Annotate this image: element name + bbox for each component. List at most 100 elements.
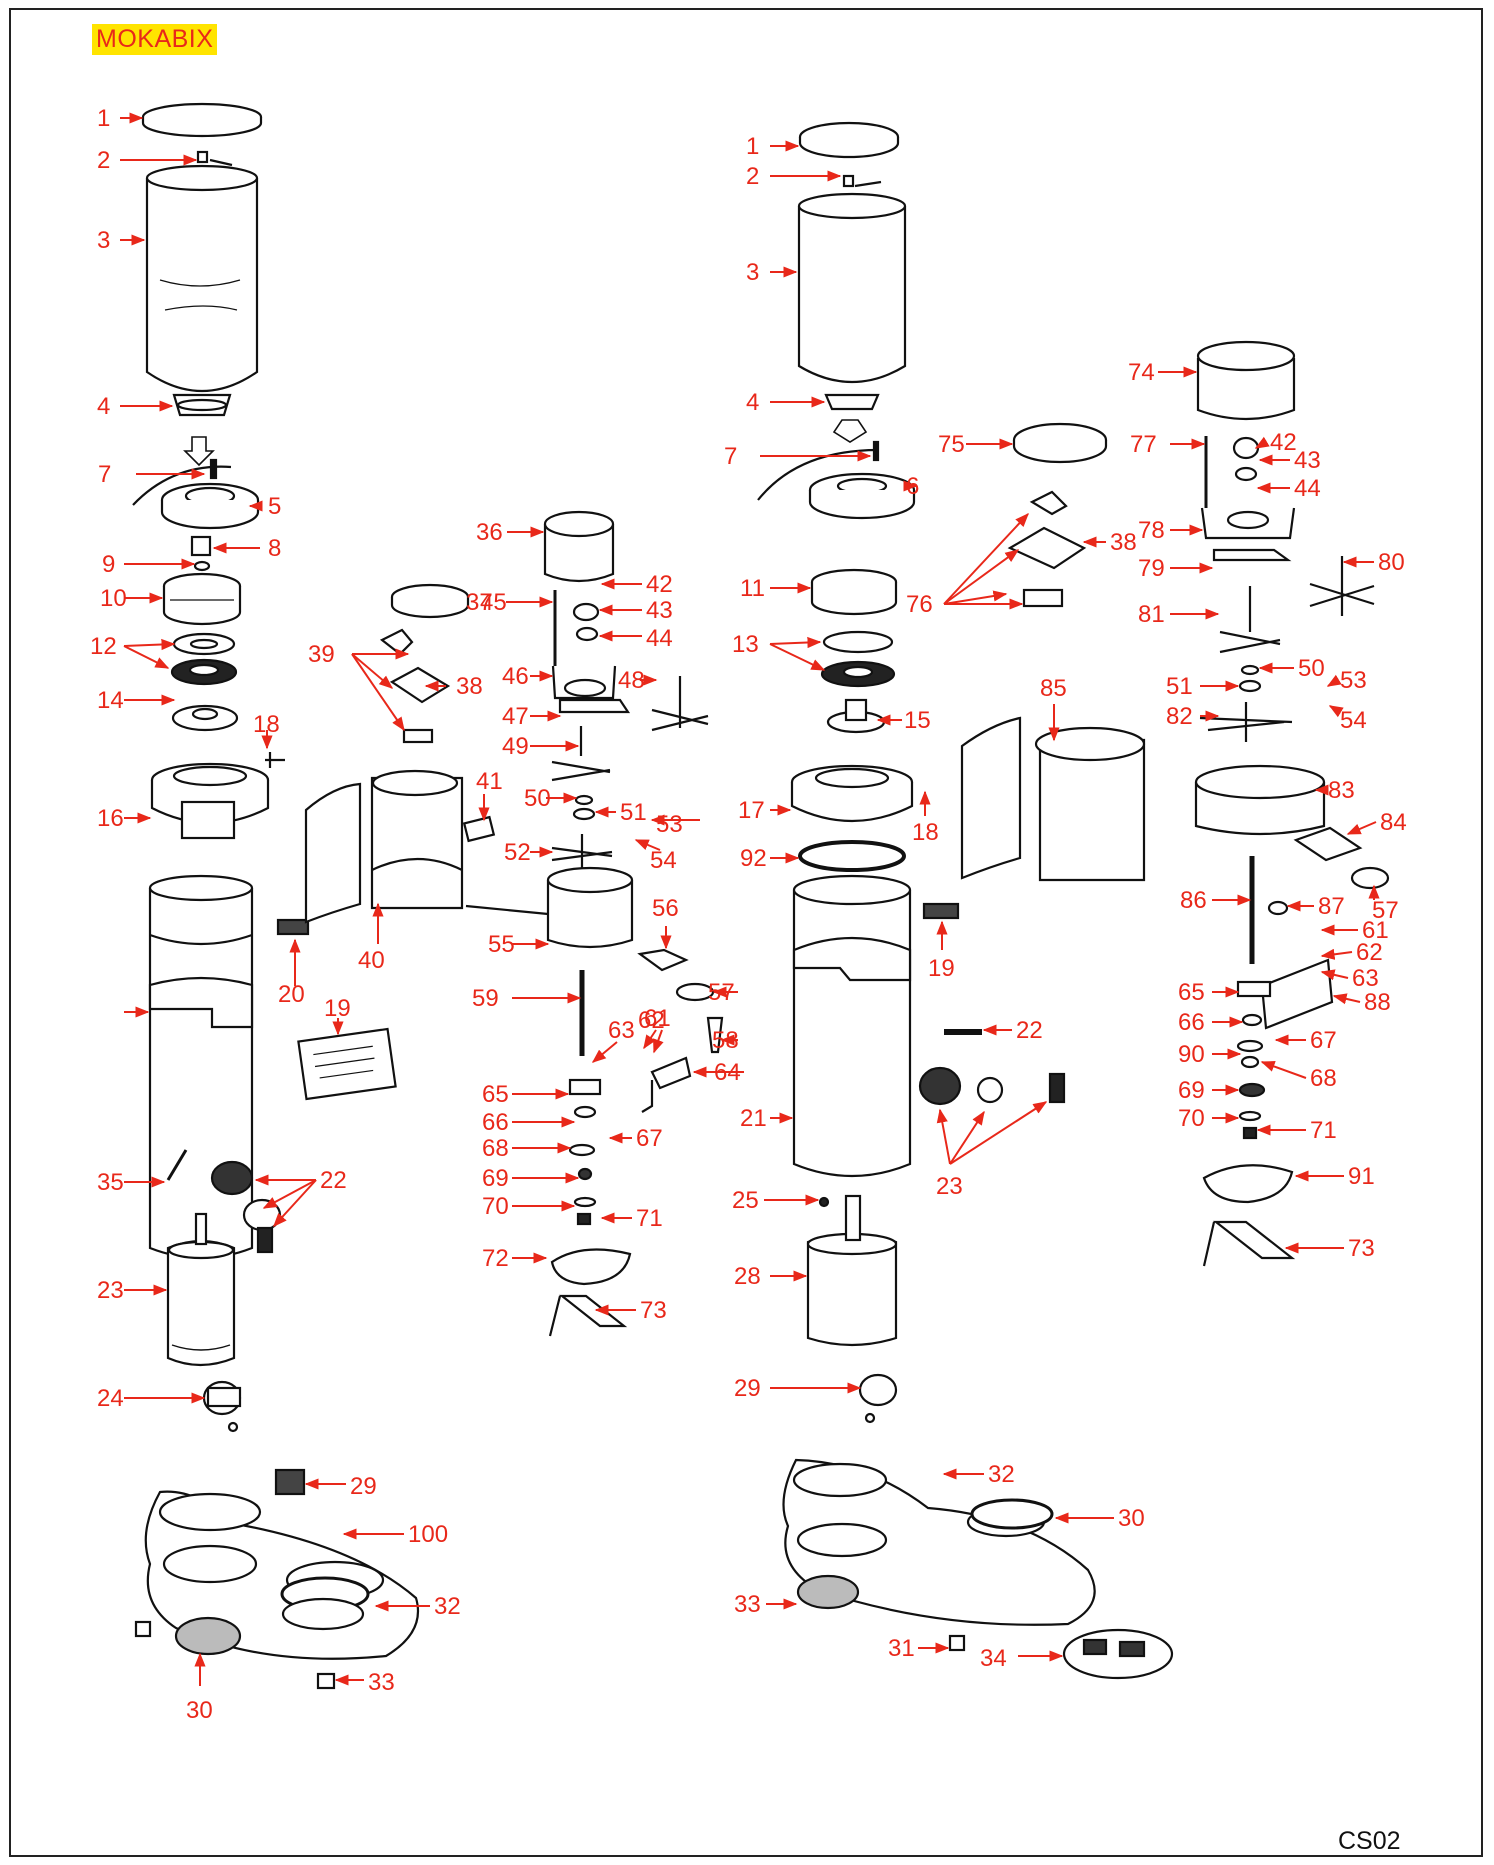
callout-far-right-assembly-86: 86 — [1180, 887, 1207, 914]
callout-middle-assembly-42: 42 — [646, 571, 673, 598]
callout-right-assembly-92: 92 — [740, 845, 767, 872]
callout-far-right-assembly-84: 84 — [1380, 809, 1407, 836]
callout-far-right-assembly-87: 87 — [1318, 893, 1345, 920]
callout-far-right-assembly-71: 71 — [1310, 1117, 1337, 1144]
callout-far-right-assembly-57: 57 — [1372, 897, 1399, 924]
callout-far-right-assembly-63: 63 — [1352, 965, 1379, 992]
callout-far-right-assembly-67: 67 — [1310, 1027, 1337, 1054]
callout-far-right-assembly-66: 66 — [1178, 1009, 1205, 1036]
callout-right-assembly-31: 31 — [888, 1635, 915, 1662]
callout-right-assembly-18: 18 — [912, 819, 939, 846]
callout-middle-assembly-64: 64 — [714, 1059, 741, 1086]
callout-left-assembly-22: 22 — [320, 1167, 347, 1194]
callout-middle-assembly-48: 48 — [618, 667, 645, 694]
callout-middle-assembly-46: 46 — [502, 663, 529, 690]
callout-middle-assembly-57: 57 — [708, 979, 735, 1006]
callout-far-right-assembly-83: 83 — [1328, 777, 1355, 804]
callout-far-right-assembly-54: 54 — [1340, 707, 1367, 734]
callout-middle-assembly-58: 58 — [712, 1027, 739, 1054]
callout-right-assembly-21: 21 — [740, 1105, 767, 1132]
callout-right-assembly-13: 13 — [732, 631, 759, 658]
callout-middle-assembly-51: 51 — [620, 799, 647, 826]
callout-far-right-assembly-42: 42 — [1270, 429, 1297, 456]
callout-right-assembly-17: 17 — [738, 797, 765, 824]
callout-left-assembly-16: 16 — [97, 805, 124, 832]
callout-right-assembly-3: 3 — [746, 259, 759, 286]
callout-middle-assembly-39: 39 — [308, 641, 335, 668]
callout-far-right-assembly-65: 65 — [1178, 979, 1205, 1006]
callout-left-assembly-2: 2 — [97, 147, 110, 174]
callout-middle-assembly-63: 63 — [608, 1017, 635, 1044]
callout-right-assembly-15: 15 — [904, 707, 931, 734]
callout-right-assembly-1: 1 — [746, 133, 759, 160]
callout-left-assembly-3: 3 — [97, 227, 110, 254]
callout-middle-assembly-44: 44 — [646, 625, 673, 652]
callout-middle-assembly-49: 49 — [502, 733, 529, 760]
callout-left-assembly-12: 12 — [90, 633, 117, 660]
callout-far-right-assembly-76: 76 — [906, 591, 933, 618]
callout-middle-assembly-50: 50 — [524, 785, 551, 812]
callout-far-right-assembly-77: 77 — [1130, 431, 1157, 458]
callout-far-right-assembly-61: 61 — [1362, 917, 1389, 944]
callout-far-right-assembly-75: 75 — [938, 431, 965, 458]
callout-left-assembly-35: 35 — [97, 1169, 124, 1196]
callout-left-assembly-32: 32 — [434, 1593, 461, 1620]
callout-far-right-assembly-78: 78 — [1138, 517, 1165, 544]
callout-left-assembly-30: 30 — [186, 1697, 213, 1724]
callout-far-right-assembly-44: 44 — [1294, 475, 1321, 502]
callout-middle-assembly-55: 55 — [488, 931, 515, 958]
callout-middle-assembly-59: 59 — [472, 985, 499, 1012]
callout-right-assembly-34: 34 — [980, 1645, 1007, 1672]
callout-left-assembly-9: 9 — [102, 551, 115, 578]
callout-far-right-assembly-91: 91 — [1348, 1163, 1375, 1190]
callout-middle-assembly-38: 38 — [456, 673, 483, 700]
callout-right-assembly-28: 28 — [734, 1263, 761, 1290]
callout-far-right-assembly-68: 68 — [1310, 1065, 1337, 1092]
brand-label: MOKABIX — [92, 24, 218, 55]
callout-middle-assembly-61: 61 — [644, 1005, 671, 1032]
callout-far-right-assembly-50: 50 — [1298, 655, 1325, 682]
callout-middle-assembly-70: 70 — [482, 1193, 509, 1220]
callout-middle-assembly-65: 65 — [482, 1081, 509, 1108]
callout-middle-assembly-56: 56 — [652, 895, 679, 922]
callout-right-assembly-23: 23 — [936, 1173, 963, 1200]
callout-left-assembly-8: 8 — [268, 535, 281, 562]
callout-leaders — [120, 112, 1380, 1686]
callout-middle-assembly-47: 47 — [502, 703, 529, 730]
callout-middle-assembly-73: 73 — [640, 1297, 667, 1324]
callout-middle-assembly-41: 41 — [476, 768, 503, 795]
sheet-code: CS02 — [1338, 1827, 1401, 1855]
callout-right-assembly-33: 33 — [734, 1591, 761, 1618]
callout-left-assembly-29: 29 — [350, 1473, 377, 1500]
callout-middle-assembly-37: 37 — [466, 589, 493, 616]
right-assembly-parts — [757, 121, 1174, 1680]
callout-right-assembly-25: 25 — [732, 1187, 759, 1214]
callout-far-right-assembly-82: 82 — [1166, 703, 1193, 730]
callout-far-right-assembly-79: 79 — [1138, 555, 1165, 582]
callout-right-assembly-19: 19 — [928, 955, 955, 982]
callout-right-assembly-6: 6 — [906, 473, 919, 500]
callout-left-assembly-20: 20 — [278, 981, 305, 1008]
callout-far-right-assembly-80: 80 — [1378, 549, 1405, 576]
callout-left-assembly-24: 24 — [97, 1385, 124, 1412]
callout-left-assembly-100: 100 — [408, 1521, 448, 1548]
callout-middle-assembly-66: 66 — [482, 1109, 509, 1136]
callout-far-right-assembly-70: 70 — [1178, 1105, 1205, 1132]
callout-left-assembly-5: 5 — [268, 493, 281, 520]
callout-right-assembly-30: 30 — [1118, 1505, 1145, 1532]
callout-middle-assembly-69: 69 — [482, 1165, 509, 1192]
callout-left-assembly-14: 14 — [97, 687, 124, 714]
callout-middle-assembly-67: 67 — [636, 1125, 663, 1152]
callout-left-assembly-7: 7 — [98, 461, 111, 488]
callout-right-assembly-11: 11 — [740, 575, 765, 602]
callout-middle-assembly-68: 68 — [482, 1135, 509, 1162]
callout-far-right-assembly-73: 73 — [1348, 1235, 1375, 1262]
callout-right-assembly-7: 7 — [724, 443, 737, 470]
left-assembly-parts — [132, 102, 420, 1690]
callout-middle-assembly-71: 71 — [636, 1205, 663, 1232]
callout-left-assembly-18: 18 — [253, 711, 280, 738]
callout-middle-assembly-72: 72 — [482, 1245, 509, 1272]
callout-far-right-assembly-69: 69 — [1178, 1077, 1205, 1104]
callout-right-assembly-29: 29 — [734, 1375, 761, 1402]
